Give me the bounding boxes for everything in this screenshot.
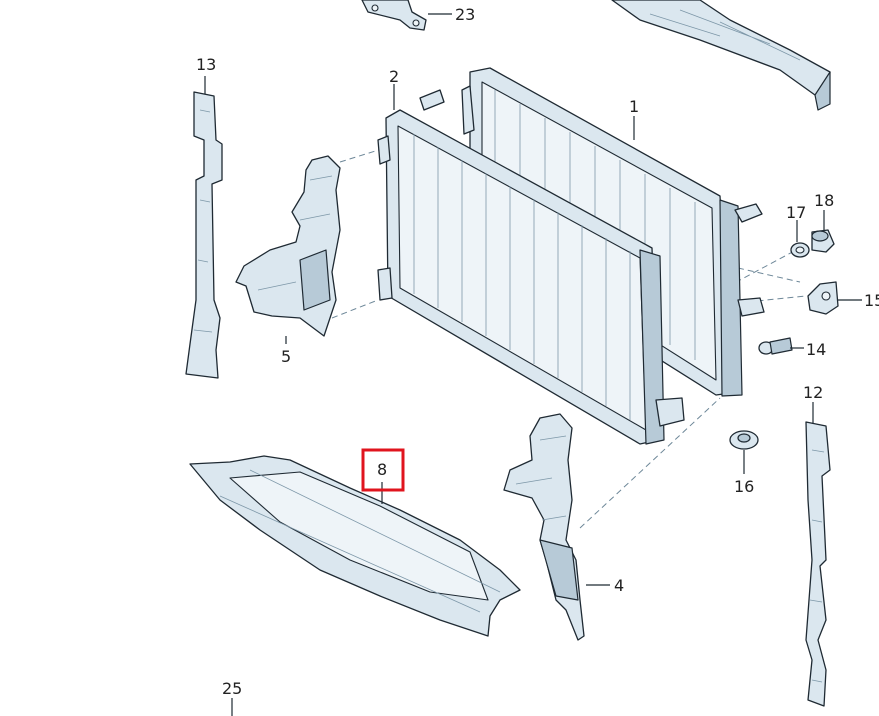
part-4-air-guide[interactable] [503,413,585,641]
callout-labels: 23 13 2 1 17 18 15 14 5 12 16 8 4 25 [196,5,879,698]
part-15-bracket[interactable] [807,281,839,315]
callout-18[interactable]: 18 [814,191,834,210]
callout-12[interactable]: 12 [803,383,823,402]
part-17-seal-ring[interactable] [790,242,810,258]
callout-1[interactable]: 1 [629,97,639,116]
part-18-cap[interactable] [811,229,835,253]
callout-23[interactable]: 23 [455,5,475,24]
callout-17[interactable]: 17 [786,203,806,222]
callout-15[interactable]: 15 [864,291,879,310]
callout-5[interactable]: 5 [281,347,291,366]
callout-4[interactable]: 4 [614,576,624,595]
part-5-air-guide[interactable] [235,155,341,337]
part-14-screw[interactable] [758,337,793,355]
part-12-side-seal[interactable] [805,421,831,707]
part-13-side-seal[interactable] [185,91,223,379]
highlight-box [361,448,405,492]
part-8-air-deflector[interactable] [189,455,521,637]
part-2-radiator[interactable] [377,89,685,445]
upper-air-guide[interactable] [611,0,831,111]
part-23-bracket[interactable] [361,0,427,31]
callout-8[interactable]: 8 [377,460,387,479]
callout-14[interactable]: 14 [806,340,826,359]
callout-25[interactable]: 25 [222,679,242,698]
callout-13[interactable]: 13 [196,55,216,74]
leader-lines [204,13,862,716]
callout-2[interactable]: 2 [389,67,399,86]
part-16-grommet[interactable] [729,430,759,450]
callout-16[interactable]: 16 [734,477,754,496]
